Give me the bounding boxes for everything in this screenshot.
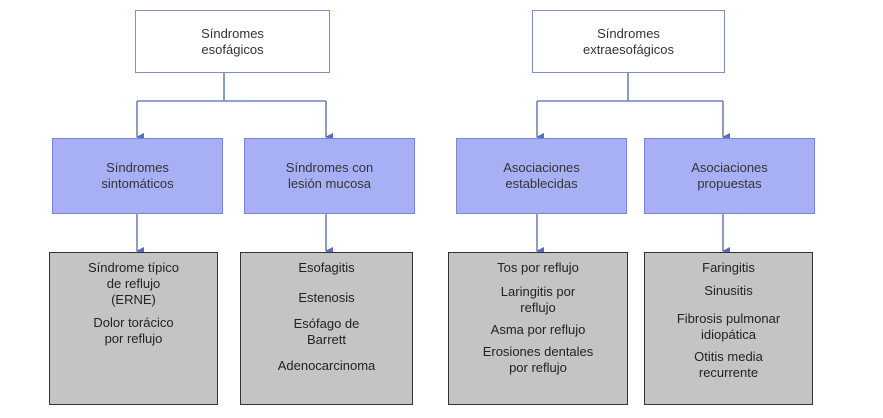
list-item-line: Esófago de (293, 316, 360, 331)
list-item-line: Sinusitis (704, 283, 753, 298)
list-item-line: Otitis media (694, 349, 763, 364)
root-node-esophageal: Síndromes esofágicos (135, 10, 330, 73)
category-node-proposed: Asociaciones propuestas (644, 138, 815, 214)
list-item: Fibrosis pulmonar idiopática (677, 311, 780, 343)
list-node-established: Tos por reflujo Laringitis por reflujo A… (448, 252, 628, 405)
list-item-line: por reflujo (509, 360, 567, 375)
list-item-line: por reflujo (104, 331, 163, 346)
list-item-line: Síndrome típico (87, 260, 180, 275)
category-label-line: Síndromes (106, 160, 169, 175)
category-node-symptomatic: Síndromes sintomáticos (52, 138, 223, 214)
node-title-line: extraesofágicos (582, 41, 675, 57)
list-item-line: (ERNE) (111, 292, 156, 307)
node-title-line: Síndromes (597, 25, 660, 41)
list-item-line: Faringitis (702, 260, 755, 275)
list-item-line: idiopática (701, 327, 756, 342)
root-node-extraesophageal: Síndromes extraesofágicos (532, 10, 725, 73)
list-item-line: Esofagitis (298, 260, 355, 275)
list-item-line: Laringitis por (500, 284, 576, 299)
list-item: Asma por reflujo (491, 322, 586, 338)
category-node-mucosal-lesion: Síndromes con lesión mucosa (244, 138, 415, 214)
category-label-line: lesión mucosa (287, 176, 372, 191)
category-label-line: Asociaciones (691, 160, 768, 175)
list-item-line: Fibrosis pulmonar (676, 311, 781, 326)
list-item: Esófago de Barrett (294, 316, 360, 348)
list-item-line: reflujo (520, 300, 556, 315)
list-item-line: Dolor torácico (93, 315, 174, 330)
list-item: Faringitis (702, 260, 755, 276)
list-item: Sinusitis (704, 283, 752, 299)
list-item: Tos por reflujo (497, 260, 579, 276)
list-item-line: Estenosis (298, 290, 355, 305)
list-item: Otitis media recurrente (694, 349, 763, 381)
list-item: Laringitis por reflujo (501, 284, 575, 316)
list-item: Erosiones dentales por reflujo (483, 344, 594, 376)
node-title-line: esofágicos (201, 41, 264, 57)
list-item: Dolor torácico por reflujo (93, 315, 173, 347)
node-title-line: Síndromes (201, 25, 264, 41)
category-label-line: propuestas (697, 176, 762, 191)
category-label-line: Asociaciones (503, 160, 580, 175)
list-item: Esofagitis (298, 260, 354, 276)
list-node-symptomatic: Síndrome típico de reflujo (ERNE) Dolor … (49, 252, 218, 405)
list-item: Síndrome típico de reflujo (ERNE) (88, 260, 179, 308)
list-item-line: Barrett (306, 332, 346, 347)
category-label-line: Síndromes con (285, 160, 374, 175)
list-item-line: de reflujo (106, 276, 161, 291)
list-item-line: Tos por reflujo (497, 260, 579, 275)
category-node-established: Asociaciones establecidas (456, 138, 627, 214)
list-item-line: Erosiones dentales (482, 344, 594, 359)
list-item-line: Adenocarcinoma (277, 358, 376, 373)
list-node-proposed: Faringitis Sinusitis Fibrosis pulmonar i… (644, 252, 813, 405)
list-node-mucosal-lesion: Esofagitis Estenosis Esófago de Barrett … (240, 252, 413, 405)
list-item-line: Asma por reflujo (490, 322, 586, 337)
category-label-line: establecidas (505, 176, 578, 191)
list-item-line: recurrente (698, 365, 759, 380)
list-item: Estenosis (298, 290, 354, 306)
category-label-line: sintomáticos (101, 176, 174, 191)
list-item: Adenocarcinoma (278, 358, 376, 374)
